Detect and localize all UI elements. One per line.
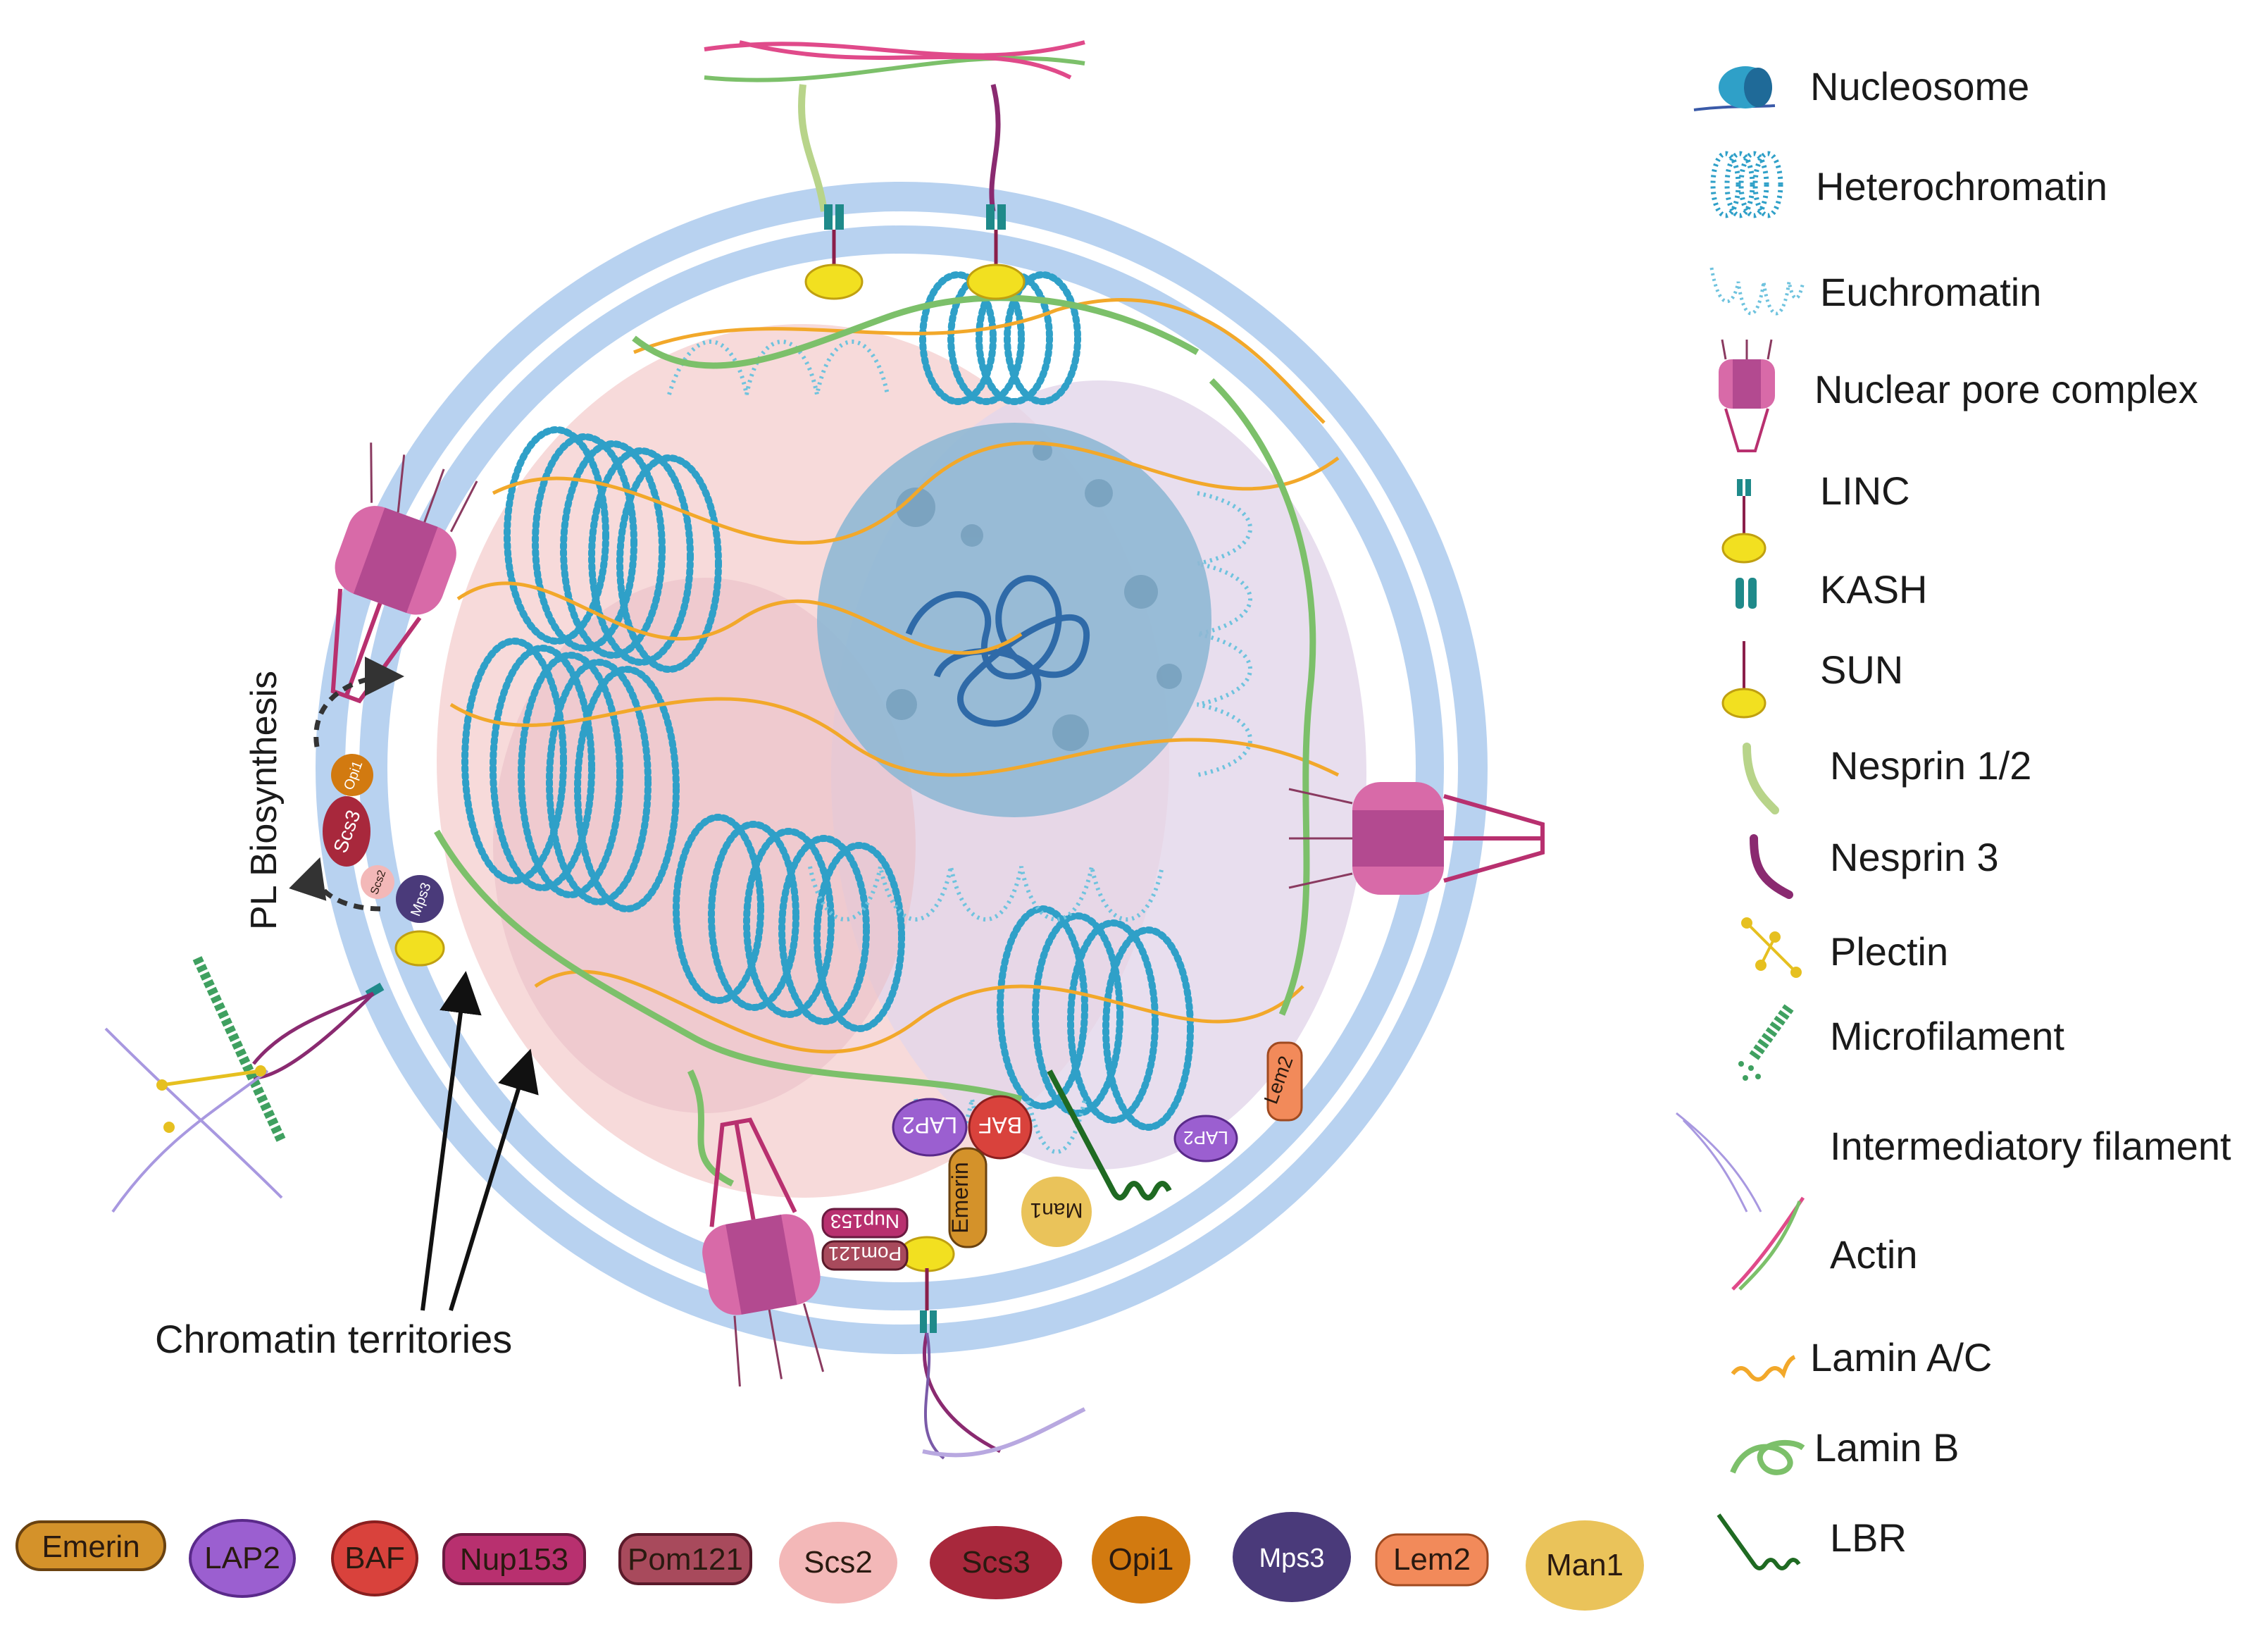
scs2 xyxy=(361,865,394,899)
emerin-label: Emerin xyxy=(947,1162,973,1233)
legend-label-euchromatin: Euchromatin xyxy=(1820,270,2041,314)
key-scs3-shape xyxy=(930,1526,1062,1599)
key-scs2-label: Scs2 xyxy=(804,1545,873,1580)
legend-label-actin: Actin xyxy=(1830,1232,1918,1277)
legend-label-laminac: Lamin A/C xyxy=(1810,1335,1992,1379)
emerin xyxy=(948,1147,987,1248)
lap2-a xyxy=(892,1098,968,1157)
legend-label-nesprin12: Nesprin 1/2 xyxy=(1830,743,2031,788)
chromatin-territories-label: Chromatin territories xyxy=(155,1317,512,1361)
chromatin-arrow-1 xyxy=(420,971,482,1311)
nucleosome-icon xyxy=(1693,66,1776,111)
pom121-label: Pom121 xyxy=(828,1243,902,1265)
lap2-a-label: LAP2 xyxy=(902,1112,957,1138)
key-pom121-label: Pom121 xyxy=(628,1542,743,1577)
key-scs2-shape xyxy=(779,1522,897,1604)
key-emerin-label: Emerin xyxy=(42,1530,139,1564)
npc-right xyxy=(1288,782,1545,895)
pl-arrow-down xyxy=(289,857,381,912)
npc-bottom xyxy=(702,1117,825,1387)
key-mps3-shape xyxy=(1233,1512,1351,1602)
inm-proteins: LAP2 BAF Emerin Man1 LAP2 Lem2 Nup153 Po… xyxy=(289,657,1303,1271)
nesprin3-icon xyxy=(1750,834,1793,899)
heterochromatin-icon xyxy=(1710,151,1783,218)
legend-label-intermediate: Intermediatory filament xyxy=(1830,1124,2231,1168)
legend-label-nesprin3: Nesprin 3 xyxy=(1830,835,1999,879)
euchromatin-icon xyxy=(1709,267,1805,316)
key-nup153-label: Nup153 xyxy=(460,1542,568,1577)
sun-icon xyxy=(1721,641,1767,719)
legend-label-lbr: LBR xyxy=(1830,1515,1907,1560)
opi1 xyxy=(331,754,373,796)
actin-top xyxy=(704,40,1085,82)
key-lap2-label: LAP2 xyxy=(204,1541,280,1575)
key-baf-shape xyxy=(331,1520,418,1596)
baf-label: BAF xyxy=(978,1112,1022,1138)
chromatin-territory-rose xyxy=(493,578,916,1113)
legend-label-heterochromatin: Heterochromatin xyxy=(1816,164,2107,209)
nesprin12-icon xyxy=(1743,743,1779,814)
nucleus xyxy=(316,182,1488,1354)
lap2-b-label: LAP2 xyxy=(1183,1127,1228,1148)
baf xyxy=(968,1095,1033,1160)
pl-biosynthesis-label: PL Biosynthesis xyxy=(244,671,285,930)
lbr-icon xyxy=(1716,1513,1801,1570)
legend-label-microfilament: Microfilament xyxy=(1830,1014,2064,1058)
lamin-b-icon xyxy=(1730,1440,1805,1475)
key-man1-shape xyxy=(1526,1520,1644,1611)
scs3 xyxy=(323,796,370,867)
chromatin-arrow-2 xyxy=(449,1048,539,1311)
key-opi1-label: Opi1 xyxy=(1109,1542,1174,1577)
npc-icon xyxy=(1719,339,1775,452)
key-lem2-label: Lem2 xyxy=(1393,1542,1471,1577)
legend-label-linc: LINC xyxy=(1820,469,1910,513)
euchromatin-loops xyxy=(667,340,1252,1154)
legend-label-sun: SUN xyxy=(1820,647,1903,692)
linc-left xyxy=(104,930,445,1213)
linc-icon xyxy=(1721,479,1767,564)
nucleolus-granules xyxy=(886,441,1182,751)
linc-top-right xyxy=(966,84,1026,300)
linc-bottom xyxy=(899,1236,1086,1460)
microfilament-icon xyxy=(1738,1004,1794,1081)
pl-arrow-up xyxy=(313,657,404,748)
npc-left xyxy=(330,442,478,704)
nup153-label: Nup153 xyxy=(830,1210,899,1232)
legend-label-kash: KASH xyxy=(1820,567,1928,612)
lbr xyxy=(1047,1069,1172,1201)
legend-label-npc: Nuclear pore complex xyxy=(1814,367,2198,411)
key-pom121-shape xyxy=(618,1533,752,1585)
key-mps3-label: Mps3 xyxy=(1259,1544,1325,1573)
lem2 xyxy=(1266,1041,1303,1122)
heterochromatin-coils xyxy=(461,271,1194,1131)
key-opi1-shape xyxy=(1092,1516,1190,1604)
lap2-b xyxy=(1173,1115,1238,1162)
man1-label: Man1 xyxy=(1030,1198,1083,1222)
key-emerin-shape xyxy=(15,1520,166,1571)
key-lem2-shape xyxy=(1375,1533,1489,1587)
lamin-ac-network xyxy=(449,297,1340,1054)
legend-label-plectin: Plectin xyxy=(1830,929,1948,974)
mps3 xyxy=(396,875,444,923)
key-nup153-shape xyxy=(442,1533,586,1585)
protein-key: Emerin LAP2 BAF Nup153 Pom121 Scs2 Scs3 … xyxy=(15,1512,1644,1611)
legend: Nucleosome Heterochromatin Euchromatin N… xyxy=(1676,64,2231,1570)
linc-top-left xyxy=(797,84,864,300)
nucleolar-dna xyxy=(905,575,1090,727)
intermediate-filament-icon xyxy=(1676,1112,1762,1213)
lamin-ac-icon xyxy=(1731,1355,1796,1382)
key-scs3-label: Scs3 xyxy=(961,1545,1030,1580)
key-man1-label: Man1 xyxy=(1546,1548,1624,1582)
nup153 xyxy=(821,1208,909,1239)
kash-icon xyxy=(1736,578,1757,609)
man1 xyxy=(1021,1177,1092,1247)
legend-label-nucleosome: Nucleosome xyxy=(1810,64,2029,108)
pom121 xyxy=(821,1240,909,1271)
key-baf-label: BAF xyxy=(344,1541,405,1575)
legend-label-laminb: Lamin B xyxy=(1814,1425,1959,1470)
actin-icon xyxy=(1731,1196,1805,1291)
plectin-icon xyxy=(1741,917,1802,978)
key-lap2-shape xyxy=(189,1519,296,1598)
